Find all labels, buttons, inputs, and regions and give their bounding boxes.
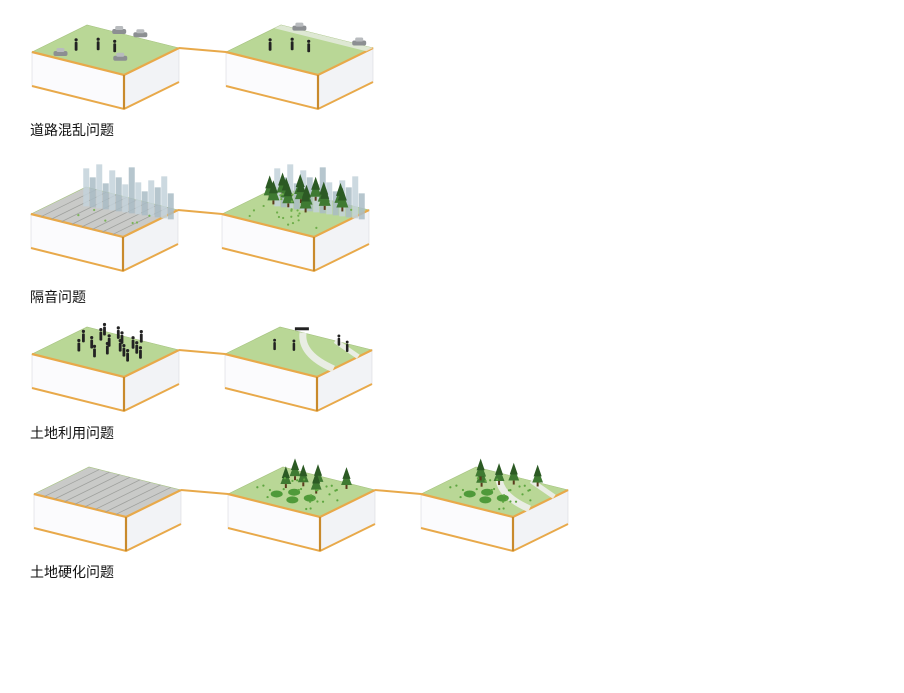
block-forest-city [221,164,370,273]
bush [286,496,299,504]
connector-line [180,489,229,495]
person [96,37,100,51]
person [81,329,85,343]
car [112,26,127,35]
car [352,37,367,46]
person [77,338,81,352]
bush [463,490,476,498]
tree [310,471,322,494]
tree [336,187,349,212]
person [102,322,107,336]
bush [496,494,509,502]
tree [475,458,487,481]
tree [299,188,312,213]
person [268,38,272,51]
tree [280,466,292,489]
person [273,338,277,351]
tree [297,464,309,487]
tree [282,183,295,208]
tree [532,464,544,487]
tree [493,463,505,485]
tree [341,467,352,489]
person [74,38,78,51]
bush [288,488,301,496]
person [113,39,117,53]
block-paved-city [30,164,179,273]
tree [267,180,280,205]
row-label-hardening: 土地硬化问题 [30,565,114,581]
person [116,326,120,339]
bench-icon [294,327,309,331]
block-lawn-people-path [225,22,374,111]
person [126,349,130,362]
person [99,328,103,341]
bush [303,494,316,502]
car [113,52,128,61]
person [135,341,139,354]
car [53,48,68,57]
block-lawn-trees [227,458,376,553]
person [337,334,341,346]
block-paved [33,466,182,553]
tree [289,458,301,481]
connector-line [178,47,227,53]
car [133,29,148,38]
block-lawn-crowd [31,322,180,413]
person [90,335,94,349]
person [118,339,122,352]
tree [318,185,331,210]
row-label-noise: 隔音问题 [30,290,86,306]
connector-line [374,489,422,495]
connector-line [177,209,223,215]
person [105,341,109,355]
tree [508,462,520,485]
row-label-land-use: 土地利用问题 [30,426,114,442]
block-lawn-paths-few-people [224,326,373,413]
person [307,39,311,53]
car [292,22,307,31]
person [139,330,143,343]
walkway [274,25,373,52]
bush [270,490,283,498]
person [131,336,135,349]
bush [479,496,492,504]
block-lawn-people-cars [31,24,180,111]
person [345,340,349,352]
person [290,37,294,51]
person [138,346,143,359]
block-lawn-trees-paths [420,458,569,553]
bush [481,488,494,496]
connector-line [178,349,226,355]
tree [309,176,322,201]
city-skyline [83,164,174,220]
person [92,344,97,358]
person [122,344,126,357]
row-label-road: 道路混乱问题 [30,123,114,139]
person [292,339,296,351]
